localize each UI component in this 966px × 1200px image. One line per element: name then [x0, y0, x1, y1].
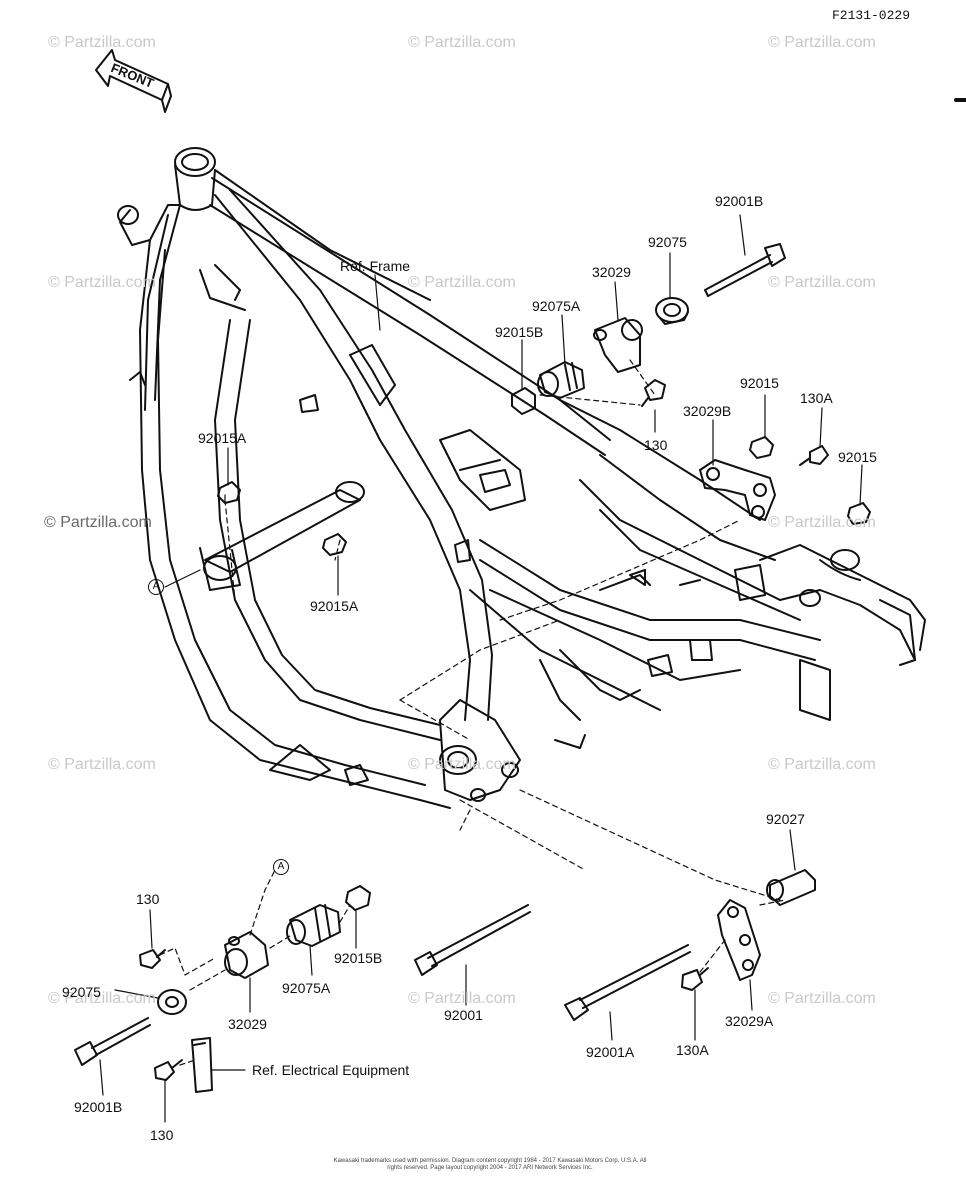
ref-electrical-label: Ref. Electrical Equipment	[252, 1062, 410, 1078]
part-label: 130A	[676, 1042, 709, 1058]
bolt-92001	[414, 904, 531, 976]
bolt-92001b-top	[704, 243, 786, 297]
bracket-32029a	[717, 899, 761, 981]
part-label: 130	[136, 891, 160, 907]
bolt-130-top	[641, 379, 666, 407]
bolt-130-bottom	[154, 1059, 183, 1081]
bushing-92027	[766, 869, 816, 906]
watermark: © Partzilla.com	[408, 990, 516, 1007]
nut-92015a-upper	[217, 481, 241, 504]
bolt-92001b-bottom	[74, 1017, 151, 1066]
part-label: 32029B	[683, 403, 732, 419]
watermark: © Partzilla.com	[408, 34, 516, 51]
reference-a-marker: A	[273, 859, 289, 875]
nut-92015-right	[847, 502, 871, 525]
watermark: © Partzilla.com	[768, 514, 876, 531]
motorcycle-frame-drawing	[117, 147, 926, 809]
nut-92015a-lower	[322, 533, 347, 556]
part-label: 92075A	[282, 980, 331, 996]
ref-frame-label: Ref. Frame	[340, 258, 411, 274]
nut-92015b-top	[511, 387, 536, 415]
watermark: © Partzilla.com	[48, 34, 156, 51]
part-label: 92075A	[532, 298, 581, 314]
reference-a-marker: A	[148, 579, 164, 595]
watermark: © Partzilla.com	[768, 274, 876, 291]
bracket-32029b	[699, 459, 776, 521]
part-label: 32029	[592, 264, 631, 280]
part-label: 92015B	[334, 950, 383, 966]
bracket-32029-top	[593, 317, 643, 373]
part-label: 130	[644, 437, 668, 453]
watermark: © Partzilla.com	[768, 990, 876, 1007]
part-label: 92075	[62, 984, 101, 1000]
bushing-92075-bottom	[157, 989, 187, 1015]
part-label: 92015A	[198, 430, 247, 446]
part-label: 92015B	[495, 324, 544, 340]
rubber-92075a-top	[537, 361, 585, 399]
electrical-bracket	[191, 1037, 213, 1093]
part-label: 130A	[800, 390, 833, 406]
part-label: 92015	[740, 375, 779, 391]
diagram-code: F2131-0229	[831, 8, 910, 23]
part-label: 92001A	[586, 1044, 635, 1060]
watermark: © Partzilla.com	[768, 756, 876, 773]
bushing-92075-top	[655, 297, 689, 325]
front-arrow-icon	[95, 49, 172, 113]
copyright-footer: Kawasaki trademarks used with permission…	[333, 1158, 647, 1171]
watermark: © Partzilla.com	[48, 990, 156, 1007]
watermark: © Partzilla.com	[48, 756, 156, 773]
watermark: © Partzilla.com	[44, 514, 152, 531]
watermark: © Partzilla.com	[408, 756, 516, 773]
watermark: © Partzilla.com	[48, 274, 156, 291]
part-label: 92015A	[310, 598, 359, 614]
watermark: © Partzilla.com	[768, 34, 876, 51]
part-label: 32029	[228, 1016, 267, 1032]
bolt-130-bottom-left	[139, 949, 166, 969]
bolt-130a-bottom	[681, 967, 709, 991]
part-label: 32029A	[725, 1013, 774, 1029]
nut-92015-mid	[749, 436, 774, 459]
part-label: 92001B	[74, 1099, 123, 1115]
part-label: 92075	[648, 234, 687, 250]
rubber-92075a-bottom	[286, 904, 341, 947]
part-label: 92027	[766, 811, 805, 827]
part-label: 92001	[444, 1007, 483, 1023]
nut-92015b-bottom	[345, 885, 371, 911]
part-label: 130	[150, 1127, 174, 1143]
bracket-32029-bottom	[224, 931, 269, 979]
part-label: 92015	[838, 449, 877, 465]
bolt-130a-top	[799, 445, 829, 466]
bolt-92001a	[564, 944, 691, 1021]
part-label: 92001B	[715, 193, 764, 209]
watermark: © Partzilla.com	[408, 274, 516, 291]
